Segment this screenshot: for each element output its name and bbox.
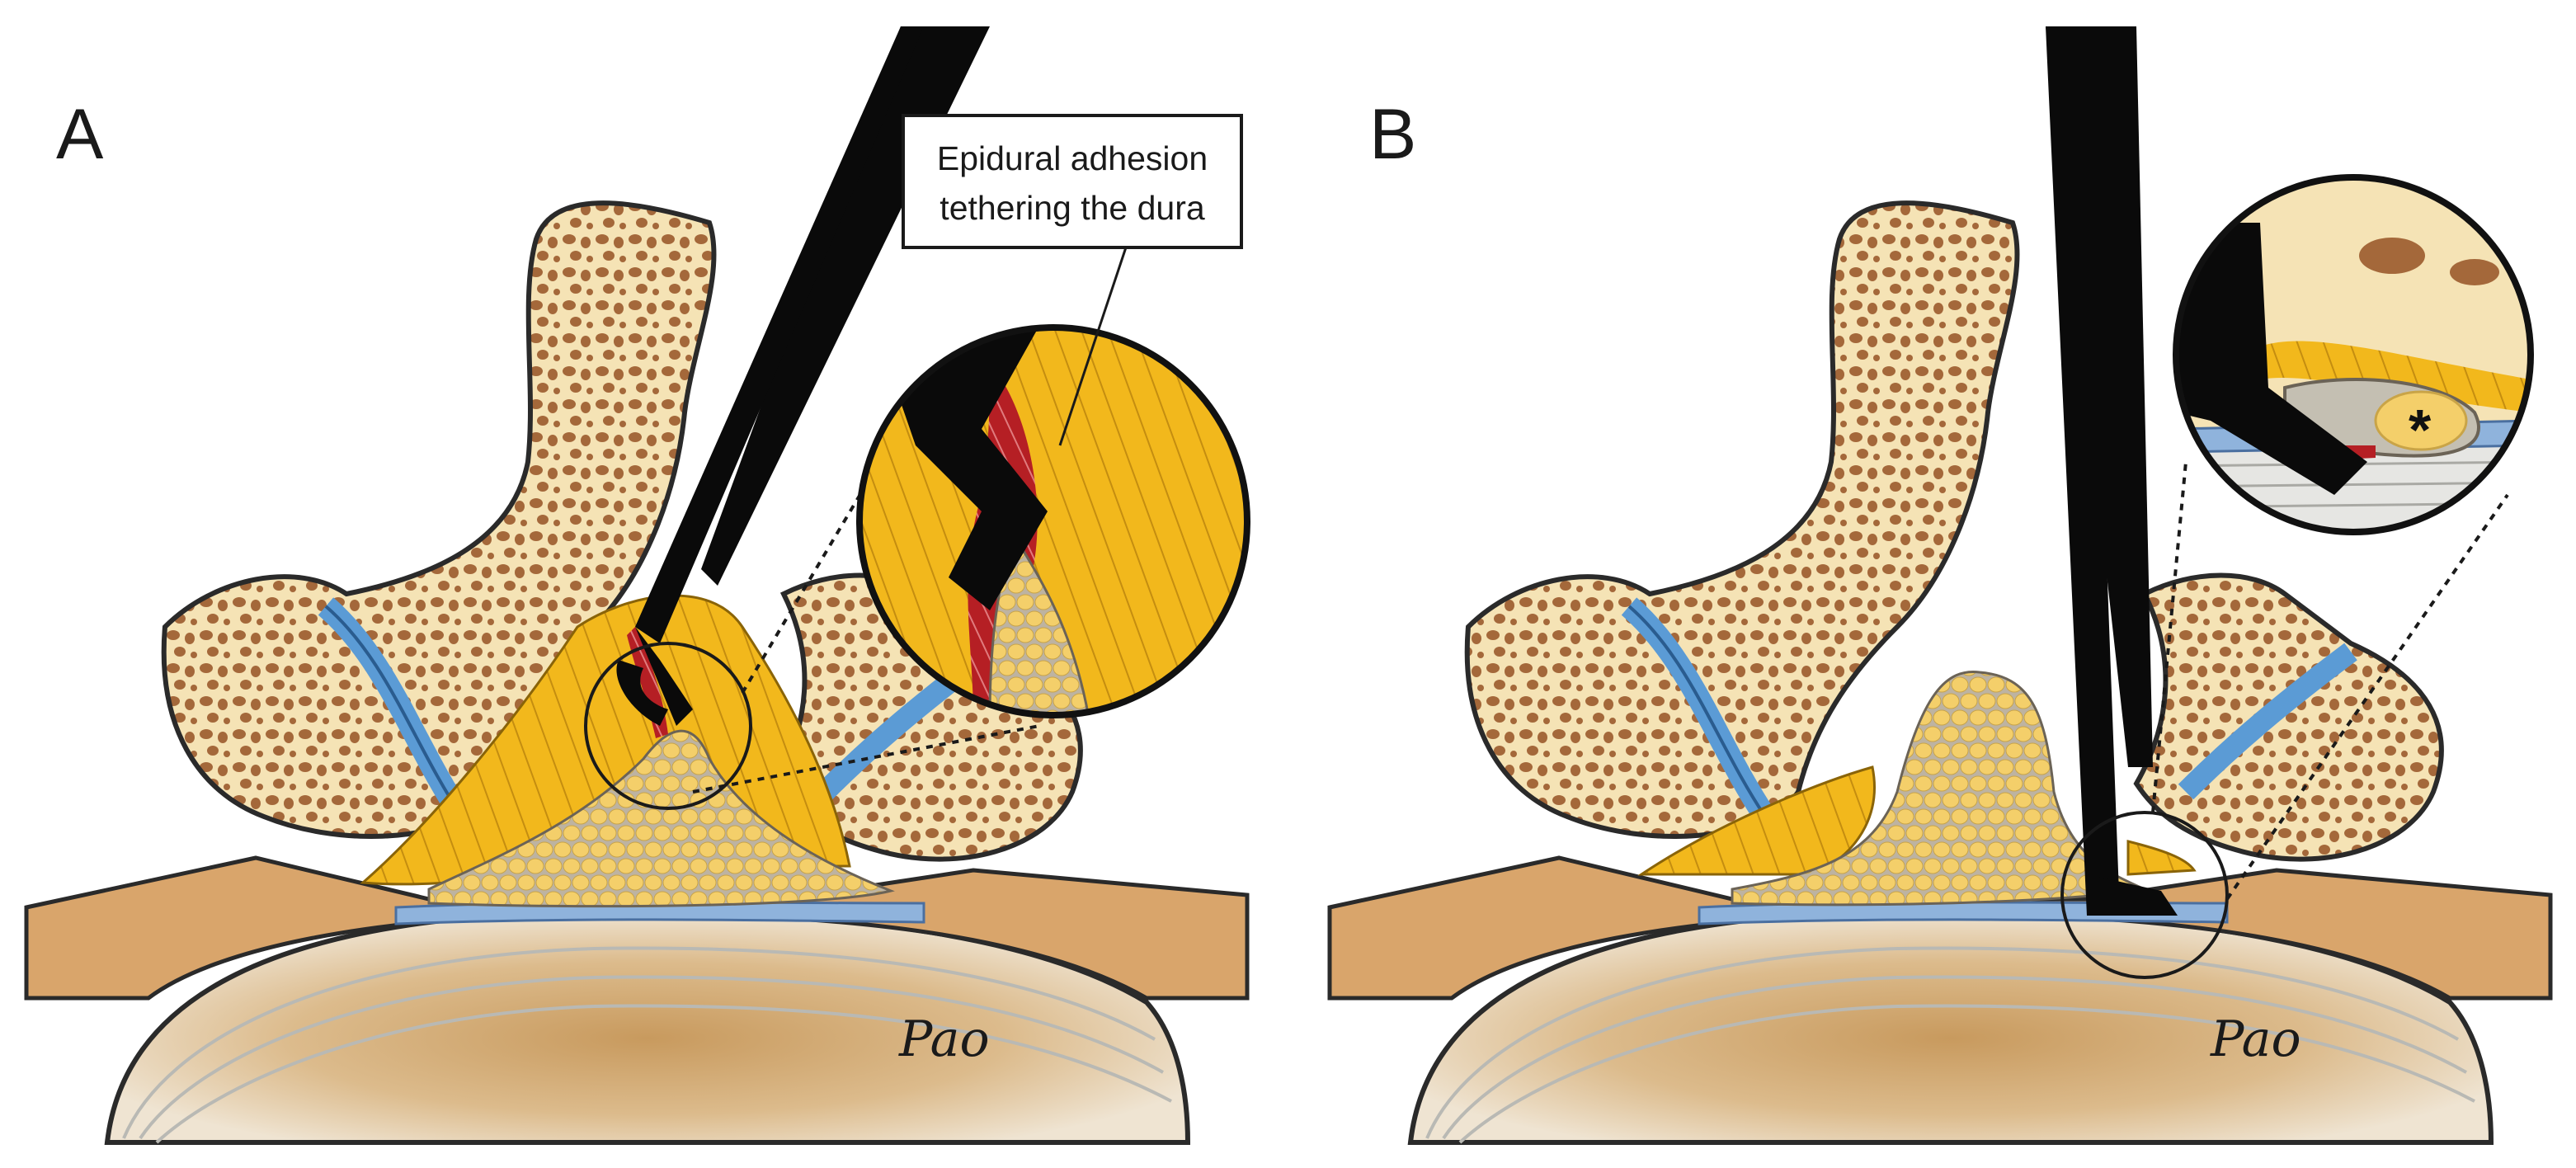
inset-leader-b1 bbox=[2151, 461, 2187, 813]
panel-letter-b: B bbox=[1369, 95, 1416, 174]
epidural-fat-a bbox=[427, 729, 895, 908]
panel-letter-a: A bbox=[56, 95, 104, 174]
inset-leader-b2 bbox=[2225, 493, 2509, 901]
epidural-fat-b bbox=[1731, 670, 2150, 907]
left-lamina-a bbox=[161, 200, 717, 839]
kerrison-instrument-b bbox=[2046, 26, 2178, 916]
decompressed-nerve-root bbox=[2374, 390, 2468, 451]
asterisk-marker: * bbox=[2409, 398, 2432, 462]
artist-signature-a: Pao bbox=[898, 1010, 990, 1068]
zoom-inset-b: * bbox=[2173, 174, 2534, 535]
panel-b: B bbox=[1327, 26, 2553, 1145]
ligamentum-flavum-b-left bbox=[1637, 765, 1876, 876]
ligamentum-flavum-b-right bbox=[2126, 840, 2197, 876]
panel-a: A bbox=[24, 26, 1250, 1145]
zoom-inset-a bbox=[856, 324, 1250, 718]
callout-pointer bbox=[1058, 247, 1128, 446]
callout-line-2: tethering the dura bbox=[940, 189, 1205, 227]
right-lamina-b bbox=[2133, 572, 2444, 862]
inset-marker-b bbox=[2060, 811, 2229, 979]
artist-signature-b: Pao bbox=[2210, 1010, 2301, 1068]
callout-box: Epidural adhesion tethering the dura bbox=[902, 114, 1243, 446]
left-lamina-b bbox=[1464, 200, 2020, 839]
inset-marker-a bbox=[584, 642, 752, 810]
inset-leader-a2 bbox=[692, 724, 1040, 794]
callout-line-1: Epidural adhesion bbox=[937, 139, 1208, 177]
